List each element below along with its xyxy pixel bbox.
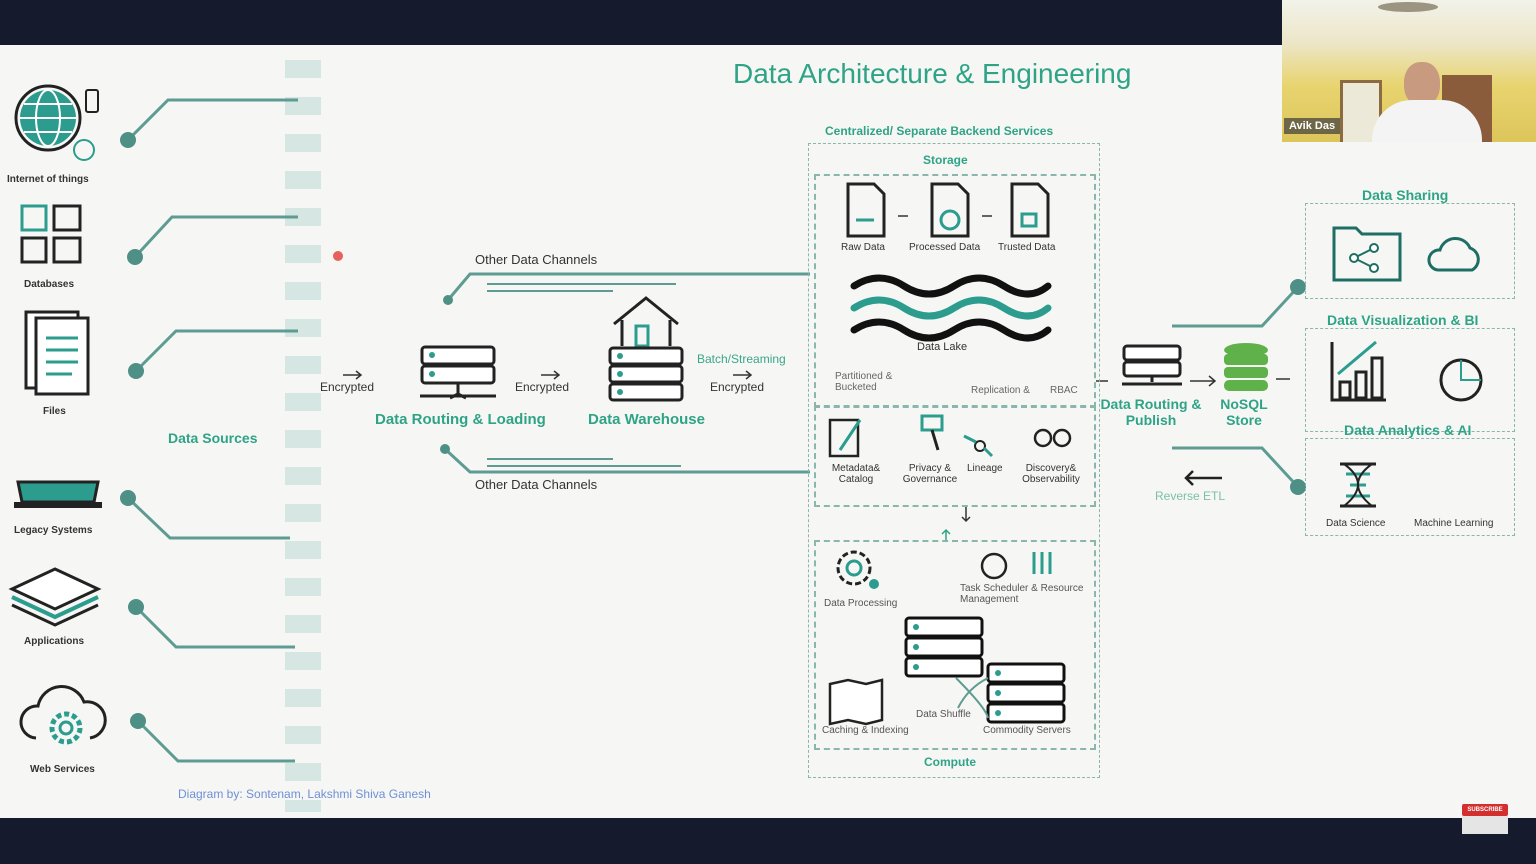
- backend-container: [808, 143, 1100, 778]
- processed-data-label: Processed Data: [909, 242, 981, 253]
- webcam-tile: Avik Das: [1282, 0, 1536, 142]
- data-viz-label: Data Visualization & BI: [1327, 312, 1479, 328]
- source-label-applications: Applications: [24, 636, 85, 647]
- video-top-bar: [0, 0, 1282, 45]
- source-label-databases: Databases: [24, 279, 75, 290]
- partitioned-label: Partitioned & Bucketed: [835, 371, 893, 393]
- ml-label: Machine Learning: [1414, 518, 1494, 529]
- source-label-files: Files: [43, 406, 66, 417]
- routing-server-icon: [420, 345, 496, 400]
- diagram-credit: Diagram by: Sontenam, Lakshmi Shiva Gane…: [178, 787, 431, 801]
- trusted-data-label: Trusted Data: [998, 242, 1056, 253]
- other-channels-bottom: Other Data Channels: [475, 477, 598, 492]
- storage-label: Storage: [923, 153, 968, 167]
- dna-icon: [1340, 462, 1376, 508]
- backend-title: Centralized/ Separate Backend Services: [825, 124, 1054, 138]
- other-channels-top: Other Data Channels: [475, 252, 598, 267]
- subscribe-watermark-base: [1462, 816, 1508, 834]
- person-head: [1404, 62, 1440, 106]
- globe-icon: [14, 84, 99, 161]
- batch-streaming-label: Batch/Streaming: [697, 352, 786, 366]
- laptop-icon: [14, 480, 102, 508]
- storage-files-icons: [846, 182, 1050, 238]
- routing-publish-label: Data Routing & Publish: [1100, 396, 1202, 428]
- data-shuffle-label: Data Shuffle: [916, 709, 971, 720]
- rbac-label: RBAC: [1050, 385, 1078, 396]
- data-sharing-label: Data Sharing: [1362, 187, 1449, 203]
- caching-label: Caching & Indexing: [822, 725, 909, 736]
- raw-data-label: Raw Data: [841, 242, 885, 253]
- viz-icons: [1330, 340, 1483, 402]
- compute-icons: [836, 550, 1052, 589]
- services-icons: [828, 414, 1072, 458]
- data-sharing-box: [1305, 203, 1515, 299]
- grid-icon: [20, 204, 82, 264]
- video-bottom-bar: [0, 818, 1536, 864]
- source-label-iot: Internet of things: [7, 174, 89, 185]
- right-margin: [1282, 142, 1536, 818]
- cloud-gear-icon: [19, 685, 107, 745]
- data-lake-label: Data Lake: [917, 341, 968, 353]
- diagram-title: Data Architecture & Engineering: [733, 58, 1132, 89]
- service-lineage: Lineage: [967, 463, 1003, 474]
- service-discovery: Discovery& Observability: [1022, 463, 1080, 485]
- document-icon: [24, 310, 90, 396]
- compute-label: Compute: [924, 755, 976, 769]
- warehouse-icon: [608, 296, 684, 402]
- encrypted-label-1: Encrypted: [320, 380, 375, 394]
- layers-icon: [8, 567, 102, 627]
- participant-name: Avik Das: [1284, 118, 1341, 134]
- data-processing-label: Data Processing: [824, 598, 898, 609]
- reverse-etl-label: Reverse ETL: [1155, 489, 1226, 503]
- service-metadata: Metadata& Catalog: [831, 463, 881, 485]
- storage-box: [814, 174, 1096, 408]
- data-analytics-label: Data Analytics & AI: [1344, 422, 1472, 438]
- person-body: [1372, 100, 1482, 142]
- publish-nosql-icons: [1122, 343, 1268, 391]
- encrypted-label-2: Encrypted: [515, 380, 570, 394]
- sharing-icons: [1332, 226, 1480, 282]
- replication-label: Replication &: [971, 385, 1030, 396]
- data-sources-label: Data Sources: [168, 430, 258, 446]
- data-science-label: Data Science: [1326, 518, 1386, 529]
- warehouse-label: Data Warehouse: [588, 411, 705, 428]
- data-lake-waves-icon: [850, 274, 1052, 342]
- service-privacy: Privacy & Governance: [902, 463, 958, 485]
- encrypted-label-3: Encrypted: [710, 380, 765, 394]
- subscribe-button[interactable]: SUBSCRIBE: [1462, 804, 1508, 816]
- services-box: [814, 405, 1096, 507]
- ceiling-fan: [1378, 2, 1438, 12]
- compute-box: [814, 540, 1096, 750]
- scheduler-label: Task Scheduler & Resource Management: [960, 583, 1084, 605]
- nosql-label: NoSQL Store: [1220, 396, 1268, 428]
- routing-loading-label: Data Routing & Loading: [375, 411, 546, 428]
- laser-pointer: [333, 251, 343, 261]
- source-label-web-services: Web Services: [30, 764, 95, 775]
- data-analytics-box: [1305, 438, 1515, 536]
- commodity-servers-icon: [828, 616, 1066, 726]
- data-viz-box: [1305, 328, 1515, 432]
- commodity-servers-label: Commodity Servers: [983, 725, 1071, 736]
- source-label-legacy: Legacy Systems: [14, 525, 93, 536]
